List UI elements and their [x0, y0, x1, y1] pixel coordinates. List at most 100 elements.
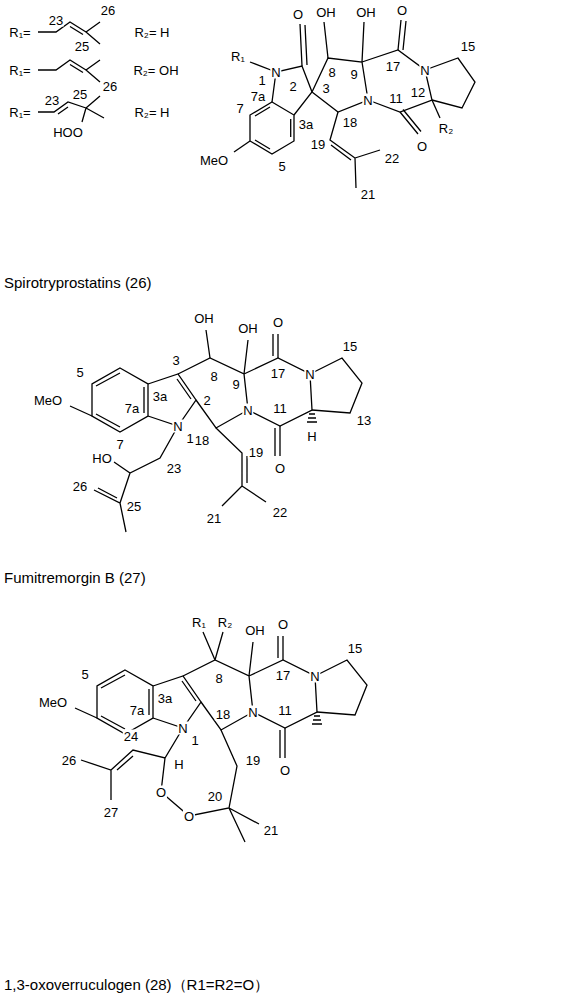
atom-label: 23 — [166, 462, 182, 475]
atom-label: R₂= H — [133, 106, 170, 119]
atom-label: N — [362, 94, 373, 107]
atom-label: 7a — [250, 90, 266, 103]
atom-label: N — [242, 404, 253, 417]
atom-label: 19 — [248, 446, 264, 459]
atom-label: O — [155, 786, 167, 799]
atom-label: 17 — [385, 60, 401, 73]
atom-label: 11 — [272, 402, 288, 415]
atom-label: 9 — [231, 378, 240, 391]
atom-label: N — [309, 670, 320, 683]
atom-label: OH — [193, 312, 215, 325]
atom-label: 21 — [263, 824, 279, 837]
atom-label: 5 — [75, 366, 84, 379]
atom-label: 27 — [103, 806, 119, 819]
atom-label: 18 — [215, 708, 231, 721]
atom-label: 5 — [80, 668, 89, 681]
atom-label: 25 — [74, 40, 90, 53]
atom-label: 22 — [272, 506, 288, 519]
atom-label: 18 — [194, 434, 210, 447]
atom-label: 8 — [209, 370, 218, 383]
atom-label: N — [177, 722, 188, 735]
compound-caption: Fumitremorgin B (27) — [4, 570, 146, 587]
atom-label: 26 — [61, 754, 77, 767]
atom-label: 3a — [298, 118, 314, 131]
atom-label: 18 — [342, 116, 358, 129]
atom-label: 15 — [347, 642, 363, 655]
atom-label: OH — [315, 6, 337, 19]
atom-label: R₂ — [438, 122, 454, 135]
atom-label: R₁= — [8, 106, 31, 119]
atom-label: R₁ — [191, 616, 207, 629]
atom-label: 21 — [206, 512, 222, 525]
atom-label: 11 — [277, 704, 293, 717]
atom-label: 2 — [202, 394, 211, 407]
atom-label: O — [279, 764, 291, 777]
atom-label: 13 — [356, 414, 372, 427]
atom-label: R₁= — [8, 64, 31, 77]
atom-label: 7 — [235, 102, 244, 115]
atom-label: R₂ — [217, 616, 233, 629]
atom-label: R₂= H — [133, 26, 170, 39]
atom-label: 23 — [48, 14, 64, 27]
atom-label: 2 — [288, 80, 297, 93]
atom-label: OH — [237, 322, 259, 335]
atom-label: 15 — [342, 340, 358, 353]
atom-label: O — [274, 462, 286, 475]
atom-label: 19 — [310, 138, 326, 151]
atom-label: 26 — [102, 80, 118, 93]
spirotryprostatin-skeleton — [234, 20, 475, 188]
atom-label: 12 — [410, 86, 426, 99]
atom-label: 1 — [257, 74, 266, 87]
atom-label: 7a — [124, 402, 140, 415]
prenyl-chain — [38, 60, 100, 82]
atom-label: 22 — [384, 152, 400, 165]
atom-label: 3 — [321, 82, 330, 95]
atom-label: 15 — [460, 40, 476, 53]
atom-label: MeO — [38, 696, 68, 709]
atom-label: N — [419, 64, 430, 77]
r-group-sidechains — [38, 22, 104, 122]
atom-label: 19 — [245, 754, 261, 767]
atom-label: 17 — [275, 669, 291, 682]
atom-label: HOO — [52, 126, 84, 139]
atom-label: 9 — [349, 68, 358, 81]
atom-label: 24 — [123, 730, 139, 743]
compound-caption: Spirotryprostatins (26) — [4, 275, 152, 292]
atom-label: 5 — [277, 160, 286, 173]
atom-label: R₁ — [230, 50, 246, 63]
atom-label: 7 — [115, 438, 124, 451]
atom-label: 26 — [100, 4, 116, 17]
atom-label: 23 — [44, 94, 60, 107]
atom-label: H — [173, 758, 184, 771]
atom-label: O — [183, 810, 195, 823]
atom-label: OH — [244, 624, 266, 637]
atom-label: N — [304, 368, 315, 381]
atom-label: O — [292, 8, 304, 21]
atom-label: 21 — [360, 188, 376, 201]
atom-label: 20 — [207, 790, 223, 803]
atom-label: OH — [355, 6, 377, 19]
atom-label: 3a — [157, 692, 173, 705]
atom-label: 17 — [270, 367, 286, 380]
compound-caption: 1,3-oxoverruculogen (28)（R1=R2=O） — [4, 977, 269, 994]
atom-label: MeO — [199, 154, 229, 167]
atom-label: 11 — [388, 92, 404, 105]
atom-label: N — [172, 420, 183, 433]
atom-label: 25 — [126, 500, 142, 513]
atom-label: 8 — [214, 672, 223, 685]
atom-label: R₂= OH — [132, 64, 179, 77]
atom-label: O — [416, 140, 428, 153]
atom-label: 8 — [327, 66, 336, 79]
atom-label: N — [247, 706, 258, 719]
atom-label: R₁= — [8, 26, 31, 39]
oxoverruculogen-skeleton — [75, 632, 367, 842]
atom-label: H — [306, 430, 317, 443]
atom-label: 3 — [171, 354, 180, 367]
atom-label: HO — [91, 452, 113, 465]
atom-label: 26 — [72, 480, 88, 493]
atom-label: O — [396, 4, 408, 17]
atom-label: 7a — [129, 704, 145, 717]
